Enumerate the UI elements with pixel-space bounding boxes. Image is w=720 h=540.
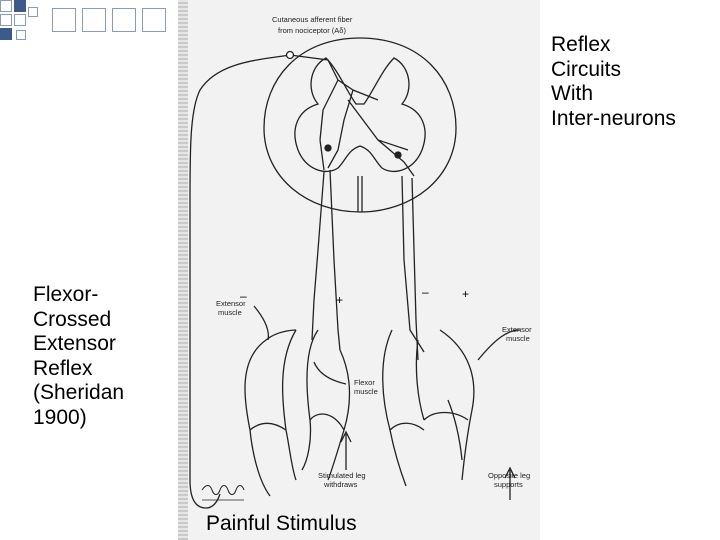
ventral-fissure [357,176,363,212]
minus-sign-right: – [422,285,429,299]
dorsal-root-ganglion [285,50,295,60]
stimulated-leg-label-2: withdraws [323,480,358,489]
minus-sign-left: – [240,289,247,303]
interneuron-paths [319,79,415,177]
reflex-diagram-svg: Cutaneous afferent fiber from nociceptor… [189,15,532,509]
extensor-right-label-2: muscle [506,334,530,343]
corner-decoration [0,0,175,50]
plus-sign-right: + [462,287,469,301]
extensor-left-label-1: Extensor [216,299,246,308]
fiber-label-1: Cutaneous afferent fiber [272,15,353,24]
afferent-fiber [189,54,291,509]
slide-title: Reflex Circuits With Inter-neurons [551,33,676,130]
motor-axons-right [401,175,425,361]
stimulus-squiggle [201,484,245,496]
scan-edge [178,0,188,540]
grey-matter [294,57,426,173]
flexor-label-1: Flexor [354,378,375,387]
withdraw-arrow [340,430,352,470]
opposite-leg-label-1: Opposite leg [488,471,530,480]
stimulated-leg-label-1: Stimulated leg [318,471,366,480]
reflex-diagram-figure: Cutaneous afferent fiber from nociceptor… [178,0,540,540]
plus-sign-left: + [336,293,343,307]
stimulus-caption: Painful Stimulus [206,512,357,535]
support-arrow [504,466,516,500]
flexor-label-2: muscle [354,387,378,396]
motor-axons-left [311,169,341,351]
right-leg [382,329,475,487]
fiber-label-2: from nociceptor (Aδ) [278,26,346,35]
extensor-left-label-2: muscle [218,308,242,317]
opposite-leg-label-2: supports [494,480,523,489]
spinal-cord-outline [263,37,457,213]
extensor-right-label-1: Extensor [502,325,532,334]
slide-side-label: Flexor- Crossed Extensor Reflex (Sherida… [33,283,125,429]
